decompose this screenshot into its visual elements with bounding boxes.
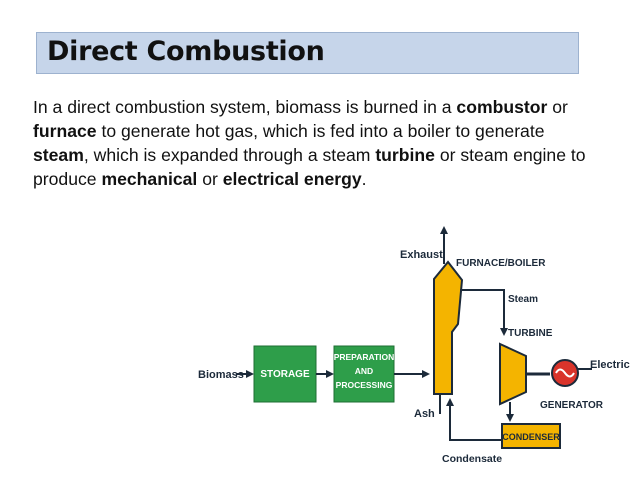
keyword-mechanical: mechanical	[101, 169, 198, 189]
slide-title: Direct Combustion	[47, 36, 325, 67]
preparation-box	[333, 345, 395, 403]
furnace-boiler-label: FURNACE/BOILER	[456, 258, 546, 269]
furnace-boiler-shape	[433, 260, 464, 395]
steam-line	[460, 289, 508, 336]
exhaust-label: Exhaust	[400, 249, 443, 261]
condensate-line	[446, 398, 502, 441]
text-segment: .	[361, 169, 367, 189]
electricity-label: Electricity	[590, 359, 630, 371]
text-segment: or	[547, 97, 568, 117]
turbine-shape	[499, 342, 527, 406]
text-segment: to generate hot gas, which is fed into a…	[96, 121, 545, 141]
storage-label: STORAGE	[260, 369, 310, 380]
condensate-label: Condensate	[442, 453, 502, 465]
keyword-furnace: furnace	[33, 121, 97, 141]
keyword-combustor: combustor	[456, 97, 548, 117]
prep-label-3: PROCESSING	[336, 380, 393, 390]
keyword-electrical-energy: electrical energy	[222, 169, 362, 189]
text-segment: , which is expanded through a steam	[83, 145, 376, 165]
prep-label-1: PREPARATION	[334, 352, 395, 362]
steam-label: Steam	[508, 294, 538, 305]
biomass-label: Biomass	[198, 369, 244, 381]
generator-label: GENERATOR	[540, 400, 604, 411]
condenser-label: CONDENSER	[502, 432, 560, 442]
text-segment: or steam engine to produce	[33, 145, 586, 189]
generator-wave-icon	[555, 368, 575, 378]
turbine-label: TURBINE	[508, 328, 553, 339]
keyword-turbine: turbine	[375, 145, 435, 165]
storage-box	[253, 345, 317, 403]
combustion-diagram: Biomass STORAGE PREPARATION AND PROCESSI…	[198, 226, 630, 465]
keyword-steam: steam	[33, 145, 84, 165]
body-paragraph: In a direct combustion system, biomass i…	[33, 95, 603, 191]
title-box: Direct Combustion	[36, 32, 579, 74]
text-segment: In a direct combustion system, biomass i…	[33, 97, 457, 117]
text-segment: or	[197, 169, 223, 189]
prep-label-2: AND	[355, 366, 373, 376]
ash-label: Ash	[414, 408, 435, 420]
condenser-box	[501, 423, 561, 449]
